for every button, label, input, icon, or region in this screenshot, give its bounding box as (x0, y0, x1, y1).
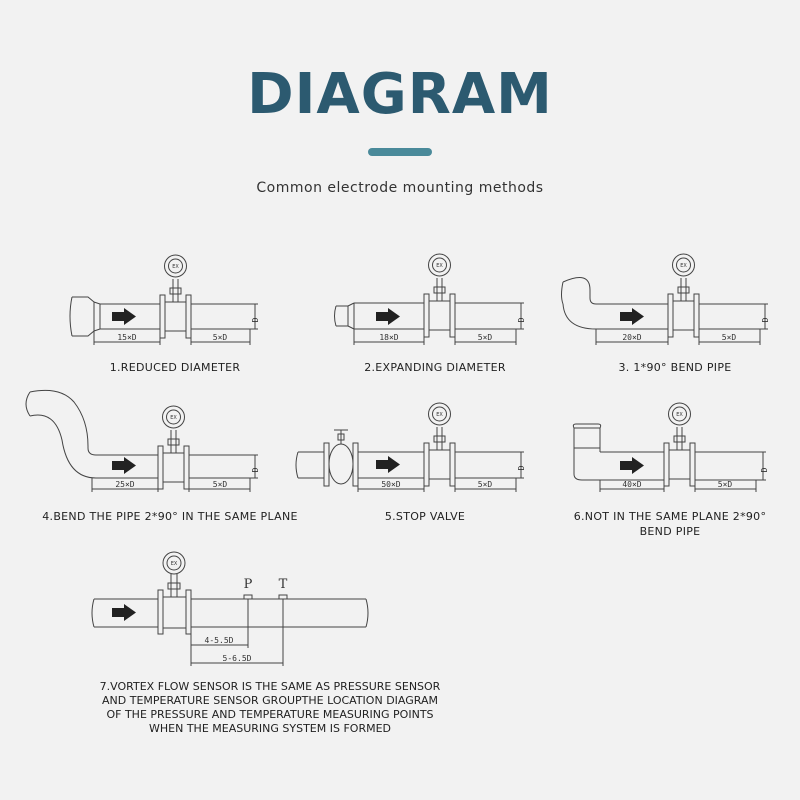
dimension-labels: 15×D 5×D D 18×D 5×D D 20×D 5×D D 25×D 5×… (115, 317, 770, 663)
dim-label: 5×D (478, 480, 493, 489)
diagram-7-pressure-temperature-points (91, 551, 369, 666)
sensor-badge: EX (680, 263, 687, 269)
dim-label: D (251, 317, 260, 322)
sensor-badge: EX (436, 412, 443, 418)
sensor-badge: EX (171, 561, 178, 567)
dim-label: 20×D (622, 333, 641, 342)
dim-label: 50×D (381, 480, 400, 489)
page-subtitle: Common electrode mounting methods (256, 180, 544, 196)
dim-label: 5×D (213, 333, 228, 342)
page-title: DIAGRAM (247, 62, 553, 127)
temperature-point-label: T (279, 577, 288, 592)
caption-diagram-5: 5.STOP VALVE (384, 510, 466, 523)
pressure-point-label: P (244, 577, 253, 592)
dim-label: D (517, 317, 526, 322)
diagram-2-expanding-diameter (334, 253, 524, 345)
caption-line: AND TEMPERATURE SENSOR GROUPTHE LOCATION… (102, 694, 438, 707)
dim-label: 4-5.5D (205, 636, 234, 645)
title-accent-bar (368, 148, 432, 156)
dim-label: 18×D (379, 333, 398, 342)
sensor-badge: EX (170, 415, 177, 421)
diagram-6-double-bend-different-plane (572, 402, 766, 492)
caption-line: WHEN THE MEASURING SYSTEM IS FORMED (149, 722, 391, 735)
dim-label: 5×D (722, 333, 737, 342)
dim-label: D (251, 467, 260, 472)
dim-label: 5×D (478, 333, 493, 342)
sensor-badges: EX EX EX EX EX EX EX (170, 263, 687, 567)
caption-diagram-6: 6.NOT IN THE SAME PLANE 2*90° BEND PIPE (560, 509, 780, 539)
dim-label: 5-6.5D (223, 654, 252, 663)
diagram-3-single-bend (561, 253, 768, 345)
dim-label: 25×D (115, 480, 134, 489)
dim-label: 40×D (622, 480, 641, 489)
caption-diagram-2: 2.EXPANDING DIAMETER (364, 361, 506, 374)
dim-label: 5×D (213, 480, 228, 489)
caption-diagram-1: 1.REDUCED DIAMETER (109, 361, 241, 374)
dim-label: D (760, 467, 769, 472)
dim-label: 5×D (718, 480, 733, 489)
dim-label: D (761, 317, 770, 322)
diagram-4-double-bend-same-plane (25, 389, 258, 492)
caption-line: 6.NOT IN THE SAME PLANE 2*90° (573, 510, 767, 523)
caption-diagram-4: 4.BEND THE PIPE 2*90° IN THE SAME PLANE (42, 510, 298, 523)
sensor-badge: EX (676, 412, 683, 418)
diagram-1-reduced-diameter (69, 254, 258, 345)
caption-line: OF THE PRESSURE AND TEMPERATURE MEASURIN… (106, 708, 434, 721)
caption-diagram-3: 3. 1*90° BEND PIPE (618, 361, 732, 374)
sensor-badge: EX (172, 264, 179, 270)
caption-diagram-7: 7.VORTEX FLOW SENSOR IS THE SAME AS PRES… (60, 680, 480, 736)
pt-labels: P T (244, 577, 288, 592)
dim-label: 15×D (117, 333, 136, 342)
dim-label: D (517, 465, 526, 470)
caption-line: 7.VORTEX FLOW SENSOR IS THE SAME AS PRES… (99, 680, 441, 693)
caption-line: BEND PIPE (639, 525, 701, 538)
sensor-badge: EX (436, 263, 443, 269)
diagram-5-stop-valve (295, 402, 524, 492)
